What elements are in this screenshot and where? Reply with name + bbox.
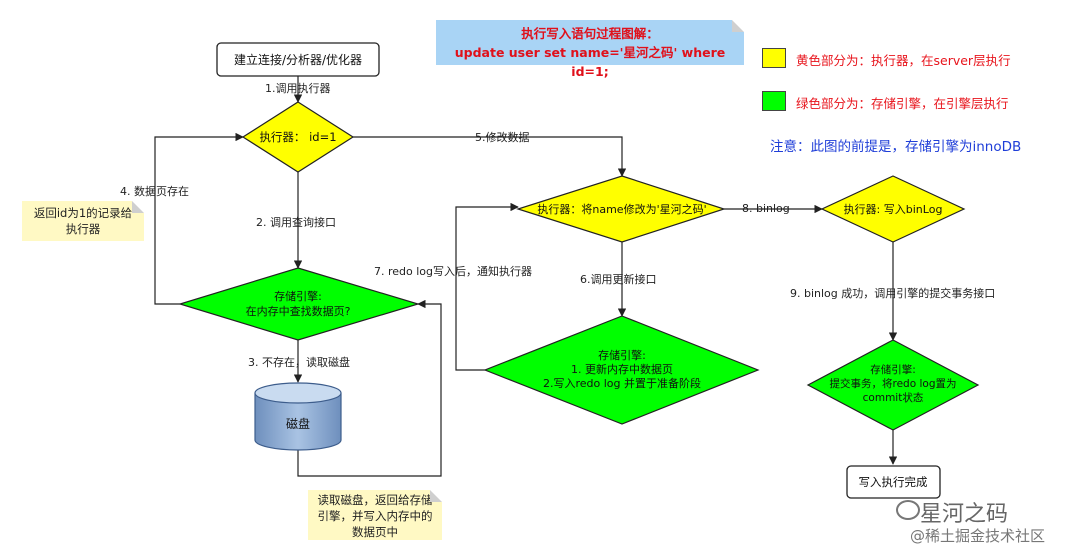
executor-id-node (241, 101, 355, 173)
title-note-line-2: update user set name='星河之码' where id=1; (454, 45, 726, 79)
start-label: 建立连接/分析器/优化器 (234, 52, 362, 67)
executor-modify-node (516, 175, 726, 243)
note-return-id-line-1: 返回id为1的记录给 (33, 206, 133, 220)
engine-commit-label-2: 提交事务，将redo log置为 (830, 377, 957, 390)
edge-disk-return (297, 299, 442, 477)
executor-binlog-node (820, 175, 966, 243)
watermark-site: @稀土掘金技术社区 (910, 527, 1046, 545)
legend-text-engine: 绿色部分为：存储引擎，在引擎层执行 (796, 96, 1009, 111)
engine-lookup-label-2: 在内存中查找数据页? (246, 304, 351, 318)
executor-binlog-label: 执行器: 写入binLog (844, 202, 943, 216)
edge-label-2: 2. 调用查询接口 (256, 215, 336, 229)
edge-label-4: 4. 数据页存在 (120, 184, 189, 198)
edge-label-6: 6.调用更新接口 (580, 272, 657, 286)
engine-lookup-label-1: 存储引擎: (274, 289, 322, 303)
note-read-disk-line-2: 引擎，并写入内存中的 (317, 509, 433, 523)
edge-5 (353, 136, 627, 177)
note-fold-corner (732, 20, 744, 32)
edge-label-3: 3. 不存在，读取磁盘 (248, 355, 350, 369)
engine-lookup-node (177, 267, 421, 341)
executor-modify-label: 执行器：将name修改为'星河之码' (537, 202, 706, 216)
edge-4 (154, 132, 244, 305)
engine-update-label-1: 存储引擎: (598, 348, 646, 362)
finish-label: 写入执行完成 (859, 475, 928, 489)
note-fold-corner (430, 490, 442, 502)
edge-7 (455, 202, 519, 371)
disk-cylinder (254, 382, 342, 451)
note-read-disk: 读取磁盘，返回给存储 引擎，并写入内存中的 数据页中 (308, 490, 442, 540)
edge-label-8: 8. binlog (742, 202, 790, 215)
attention-note: 注意：此图的前提是，存储引擎为innoDB (770, 139, 1022, 155)
edge-label-5: 5.修改数据 (475, 130, 530, 144)
edge-label-7: 7. redo log写入后，通知执行器 (374, 264, 532, 278)
finish-box (846, 465, 941, 499)
note-read-disk-line-1: 读取磁盘，返回给存储 (317, 493, 433, 507)
title-note: 执行写入语句过程图解： update user set name='星河之码' … (436, 20, 744, 79)
engine-commit-label-3: commit状态 (863, 391, 924, 404)
disk-label: 磁盘 (286, 416, 310, 431)
legend-swatch-engine (762, 91, 786, 111)
note-return-id-line-2: 执行器 (65, 222, 101, 236)
note-read-disk-line-3: 数据页中 (352, 525, 398, 539)
wechat-icon (896, 500, 920, 520)
edge-label-9: 9. binlog 成功，调用引擎的提交事务接口 (790, 286, 995, 300)
legend-swatch-executor (762, 48, 786, 68)
engine-commit-node (806, 339, 980, 431)
start-box (216, 42, 380, 77)
engine-update-node (483, 315, 760, 425)
executor-id-label: 执行器： id=1 (259, 130, 336, 144)
title-note-line-1: 执行写入语句过程图解： (521, 26, 659, 41)
legend-text-executor: 黄色部分为：执行器，在server层执行 (796, 53, 1011, 68)
engine-commit-label-1: 存储引擎: (870, 363, 916, 376)
note-fold-corner (132, 201, 144, 213)
edge-label-1: 1.调用执行器 (265, 81, 331, 95)
engine-update-label-3: 2.写入redo log 并置于准备阶段 (543, 376, 701, 390)
engine-update-label-2: 1. 更新内存中数据页 (571, 362, 673, 376)
watermark-author: 星河之码 (920, 502, 1009, 527)
note-return-id: 返回id为1的记录给 执行器 (22, 201, 144, 241)
